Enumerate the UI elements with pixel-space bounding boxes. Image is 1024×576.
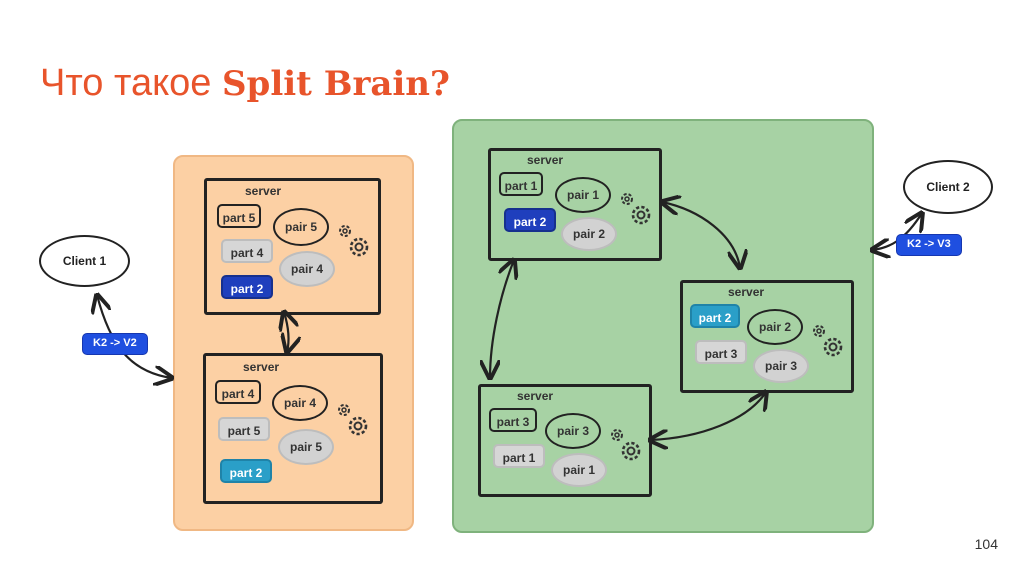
server-label: server [517, 389, 554, 403]
gears-icon [813, 325, 843, 357]
gears-icon [611, 429, 641, 461]
replica-ellipse: pair 2 [747, 309, 803, 345]
partition-pill: part 5 [218, 417, 270, 441]
partition-pill: part 3 [695, 340, 747, 364]
client-2-node: Client 2 [903, 160, 993, 214]
partition-pill: part 4 [221, 239, 273, 263]
replica-ellipse: pair 1 [555, 177, 611, 213]
slide-title: Что такое Split Brain? [40, 62, 450, 105]
replica-ellipse: pair 4 [279, 251, 335, 287]
server-label: server [527, 153, 564, 167]
gears-icon [621, 193, 651, 225]
gears-icon [339, 225, 369, 257]
server-box: server part 3 part 1 pair 3 pair 1 [478, 384, 652, 497]
client-1-node: Client 1 [39, 235, 130, 287]
primary-partition-pill: part 2 [221, 275, 273, 299]
replica-partition-pill: part 2 [690, 304, 740, 328]
replica-ellipse: pair 5 [278, 429, 334, 465]
replica-ellipse: pair 3 [545, 413, 601, 449]
replica-ellipse: pair 5 [273, 208, 329, 246]
replica-partition-pill: part 2 [220, 459, 272, 483]
primary-partition-pill: part 2 [504, 208, 556, 232]
replica-ellipse: pair 3 [753, 349, 809, 383]
page-number: 104 [974, 536, 998, 552]
replica-ellipse: pair 2 [561, 217, 617, 251]
client-1-request-tag: K2 -> V2 [82, 333, 148, 355]
gears-icon [338, 404, 368, 436]
title-prefix: Что такое [40, 62, 212, 104]
server-box: server part 4 part 5 part 2 pair 4 pair … [203, 353, 383, 504]
partition-pill: part 1 [499, 172, 543, 196]
partition-pill: part 1 [493, 444, 545, 468]
server-box: server part 5 part 4 part 2 pair 5 pair … [204, 178, 381, 315]
partition-pill: part 3 [489, 408, 537, 432]
replica-ellipse: pair 1 [551, 453, 607, 487]
replica-ellipse: pair 4 [272, 385, 328, 421]
client-2-request-tag: K2 -> V3 [896, 234, 962, 256]
server-box: server part 2 part 3 pair 2 pair 3 [680, 280, 854, 393]
partition-pill: part 5 [217, 204, 261, 228]
server-label: server [243, 360, 280, 374]
server-box: server part 1 part 2 pair 1 pair 2 [488, 148, 662, 261]
server-label: server [728, 285, 765, 299]
title-highlight: Split Brain? [222, 64, 450, 104]
partition-pill: part 4 [215, 380, 261, 404]
server-label: server [245, 184, 282, 198]
